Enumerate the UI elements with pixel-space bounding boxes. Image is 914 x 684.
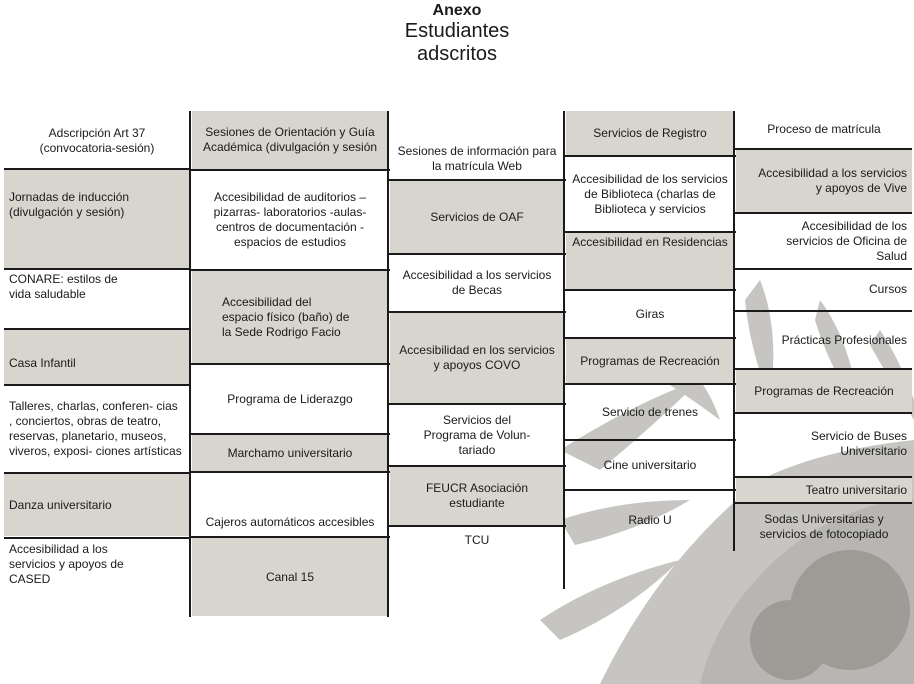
divider <box>4 384 190 386</box>
col5-item-buses: Servicio de Buses Universitario <box>810 429 907 458</box>
col5-item-teatro: Teatro universitario <box>736 478 912 502</box>
divider <box>4 268 190 270</box>
divider <box>190 471 390 473</box>
col3-item-voluntariado: Servicios del Programa de Volun- tariado <box>390 405 564 465</box>
divider <box>564 155 736 157</box>
col1-item-danza: Danza universitario <box>4 474 190 536</box>
col4-item-trenes: Servicio de trenes <box>601 404 699 419</box>
divider <box>190 363 390 365</box>
col4-item-biblioteca: Accesibilidad de los servicios de Biblio… <box>566 157 734 231</box>
divider <box>4 328 190 330</box>
divider <box>388 179 566 181</box>
annex-title: Anexo <box>432 2 482 19</box>
divider <box>564 383 736 385</box>
divider <box>734 268 912 270</box>
column-divider <box>563 111 565 589</box>
col2-item-canal-15: Canal 15 <box>192 538 388 616</box>
divider <box>734 476 912 478</box>
col5-item-recreacion: Programas de Recreación <box>736 370 912 412</box>
col1-item-cased: Accesibilidad a los servicios y apoyos d… <box>4 540 190 610</box>
col4-item-cine: Cine universitario <box>603 457 697 472</box>
col4-item-giras: Giras <box>566 291 734 337</box>
column-divider <box>189 111 191 617</box>
divider <box>564 289 736 291</box>
col1-item-talleres: Talleres, charlas, conferen- cias , conc… <box>4 386 190 472</box>
divider <box>190 433 390 435</box>
column-divider <box>387 111 389 617</box>
col1-item-adscripcion: Adscripción Art 37 (convocatoria-sesión) <box>4 113 190 169</box>
col3-item-becas: Accesibilidad a los servicios de Becas <box>390 255 564 311</box>
divider <box>190 536 390 538</box>
col3-item-tcu: TCU <box>464 533 490 547</box>
divider <box>734 310 912 312</box>
divider <box>734 148 912 150</box>
subtitle-line-1: Estudiantes <box>404 20 510 42</box>
col2-item-orientacion: Sesiones de Orientación y Guía Académica… <box>192 111 388 169</box>
col2-item-espacio-fisico: Accesibilidad del espacio físico (baño) … <box>192 271 388 363</box>
col3-item-covo: Accesibilidad en los servicios y apoyos … <box>390 313 564 403</box>
divider <box>4 168 190 170</box>
divider <box>388 253 566 255</box>
col3-item-feucr: FEUCR Asociación estudiante <box>390 467 564 525</box>
col4-item-residencias: Accesibilidad en Residencias <box>566 233 734 289</box>
col5-item-sodas: Sodas Universitarias y servicios de foto… <box>759 512 889 541</box>
title-block: Anexo Estudiantes adscritos <box>0 2 914 66</box>
col3-item-oaf: Servicios de OAF <box>390 181 564 253</box>
col5-item-salud: Accesibilidad de los servicios de Oficin… <box>736 214 912 268</box>
divider <box>734 212 912 214</box>
divider <box>388 525 566 527</box>
divider <box>190 169 390 171</box>
divider <box>388 311 566 313</box>
column-divider <box>733 111 735 551</box>
col5-item-vive: Accesibilidad a los servicios y apoyos d… <box>736 150 912 212</box>
divider <box>564 439 736 441</box>
col3-item-sesiones-matricula: Sesiones de información para la matrícul… <box>390 111 564 179</box>
col5-item-cursos: Cursos <box>868 281 907 296</box>
col1-item-conare: CONARE: estilos de vida saludable <box>4 270 190 328</box>
divider <box>388 465 566 467</box>
divider <box>190 269 390 271</box>
col2-item-liderazgo: Programa de Liderazgo <box>192 365 388 433</box>
divider <box>564 337 736 339</box>
col1-item-jornadas: Jornadas de inducción (divulgación y ses… <box>4 170 190 268</box>
divider <box>564 489 736 491</box>
divider <box>564 231 736 233</box>
subtitle-line-2: adscritos <box>416 43 498 65</box>
col2-item-cajeros: Cajeros automáticos accesibles <box>192 474 388 536</box>
divider <box>734 502 912 504</box>
col5-item-matricula: Proceso de matrícula <box>736 111 912 147</box>
divider <box>4 537 190 539</box>
col4-item-radio-u: Radio U <box>628 512 672 527</box>
col4-item-registro: Servicios de Registro <box>566 111 734 155</box>
col5-item-practicas: Prácticas Profesionales <box>781 332 907 347</box>
col2-item-marchamo: Marchamo universitario <box>192 435 388 471</box>
divider <box>388 403 566 405</box>
col4-item-recreacion: Programas de Recreación <box>566 339 734 383</box>
col2-item-accesibilidad-auditorios: Accesibilidad de auditorios –pizarras- l… <box>192 171 388 269</box>
divider <box>734 412 912 414</box>
col1-item-casa-infantil: Casa Infantil <box>4 330 190 384</box>
divider <box>4 472 190 474</box>
divider <box>734 368 912 370</box>
